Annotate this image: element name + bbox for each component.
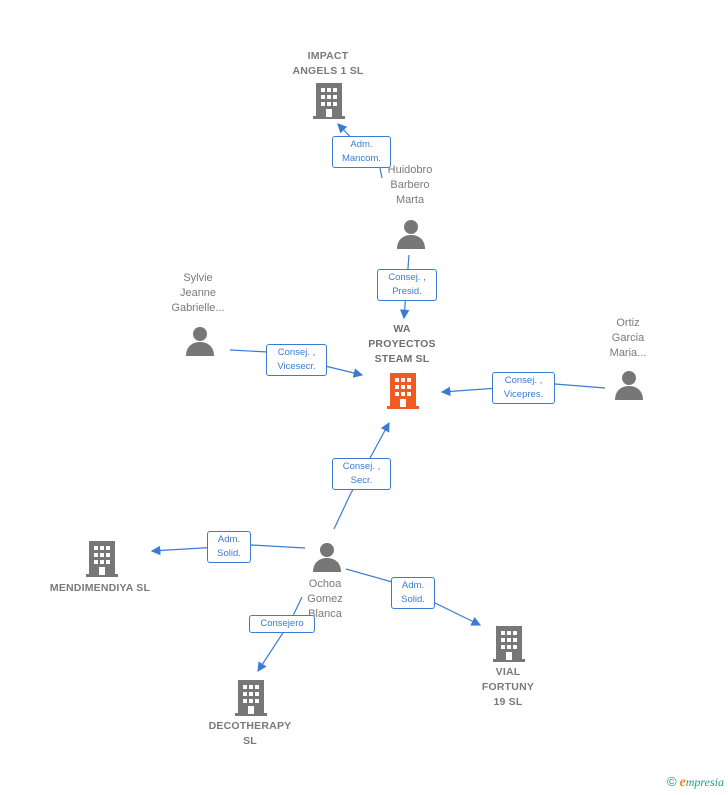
node-vial-fortuny[interactable]: VIAL FORTUNY 19 SL: [460, 665, 556, 710]
node-sylvie[interactable]: Sylvie Jeanne Gabrielle...: [150, 271, 246, 316]
node-label: MENDIMENDIYA SL: [49, 582, 151, 594]
node-ortiz[interactable]: Ortiz Garcia Maria...: [580, 316, 676, 361]
edge-ochoa-wa: [333, 421, 390, 530]
node-label: Huidobro Barbero Marta: [387, 164, 433, 206]
node-label: WA PROYECTOS STEAM SL: [368, 323, 436, 365]
node-wa-proyectos[interactable]: WA PROYECTOS STEAM SL: [350, 322, 454, 367]
node-label: Ochoa Gomez Blanca: [307, 578, 343, 620]
person-icon[interactable]: [396, 219, 426, 249]
node-impact-angels[interactable]: IMPACT ANGELS 1 SL: [276, 49, 380, 79]
person-icon[interactable]: [614, 370, 644, 400]
building-icon[interactable]: [235, 680, 267, 716]
node-label: Sylvie Jeanne Gabrielle...: [171, 272, 225, 314]
building-icon[interactable]: [387, 373, 419, 409]
person-icon[interactable]: [185, 326, 215, 356]
node-label: DECOTHERAPY SL: [208, 720, 292, 747]
edge-huidobro-wa: [399, 254, 410, 320]
node-label: Ortiz Garcia Maria...: [609, 317, 647, 359]
node-ochoa[interactable]: Ochoa Gomez Blanca: [277, 577, 373, 622]
relation-label-consej-vicesecr[interactable]: Consej. , Vicesecr.: [266, 344, 327, 376]
node-huidobro[interactable]: Huidobro Barbero Marta: [362, 163, 458, 208]
node-mendimendiya[interactable]: MENDIMENDIYA SL: [36, 581, 164, 596]
brand-footer[interactable]: ©empresia: [667, 774, 724, 791]
building-icon[interactable]: [313, 83, 345, 119]
relation-label-consej-presid[interactable]: Consej. , Presid.: [377, 269, 437, 301]
building-icon[interactable]: [86, 541, 118, 577]
node-label: VIAL FORTUNY 19 SL: [481, 666, 535, 708]
brand-logo-text: mpresia: [685, 775, 724, 789]
building-icon[interactable]: [493, 626, 525, 662]
copyright-symbol: ©: [666, 774, 677, 789]
relation-label-adm-solid-vial[interactable]: Adm. Solid.: [391, 577, 435, 609]
relation-label-adm-solid-mendi[interactable]: Adm. Solid.: [207, 531, 251, 563]
edge-ortiz-wa: [440, 383, 606, 397]
relation-label-consej-vicepres[interactable]: Consej. , Vicepres.: [492, 372, 555, 404]
relation-label-consej-secr[interactable]: Consej. , Secr.: [332, 458, 391, 490]
edge-ochoa-mendi: [150, 544, 306, 556]
relation-label-consejero[interactable]: Consejero: [249, 615, 315, 633]
brand-logo-initial: e: [679, 775, 686, 790]
node-label: IMPACT ANGELS 1 SL: [292, 50, 364, 77]
person-icon[interactable]: [312, 542, 342, 572]
relation-label-adm-mancom[interactable]: Adm. Mancom.: [332, 136, 391, 168]
node-decotherapy[interactable]: DECOTHERAPY SL: [196, 719, 304, 749]
